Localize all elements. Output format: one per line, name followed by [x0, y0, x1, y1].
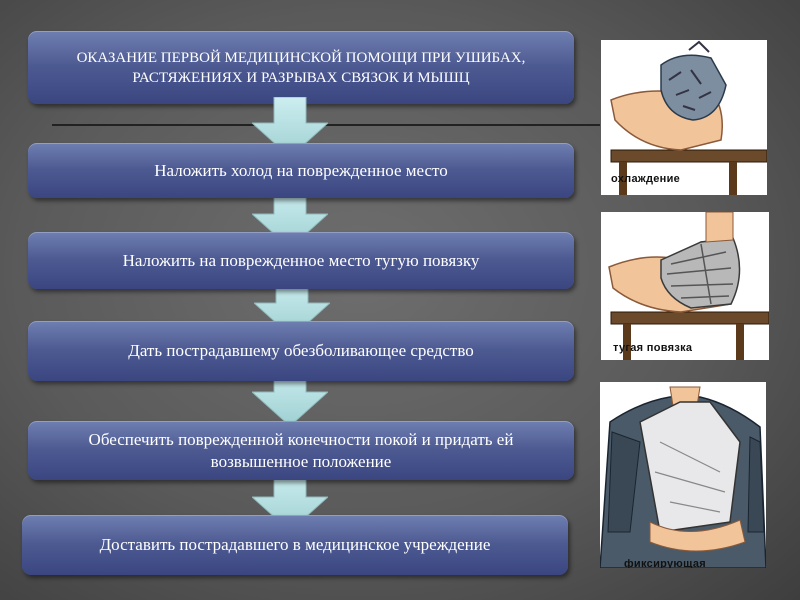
step-text: Обеспечить поврежденной конечности покой… [88, 429, 514, 471]
illustration-caption: охлаждение [611, 173, 681, 185]
step-box: Дать пострадавшему обезболивающее средст… [28, 321, 574, 381]
arm-sling-icon [600, 386, 766, 568]
step-box: Наложить на поврежденное место тугую пов… [28, 232, 574, 289]
illustration-cooling: охлаждение [601, 40, 767, 195]
illustration-caption: фиксирующая [624, 558, 706, 568]
down-arrow-icon [252, 97, 328, 157]
step-text: Наложить на поврежденное место тугую пов… [122, 250, 480, 270]
bandaged-foot-icon [608, 212, 769, 360]
foot-ice-pack-icon [610, 40, 767, 195]
step-box: Доставить пострадавшего в медицинское уч… [22, 515, 568, 575]
title-text: ОКАЗАНИЕ ПЕРВОЙ МЕДИЦИНСКОЙ ПОМОЩИ ПРИ У… [76, 49, 526, 86]
step-text: Дать пострадавшему обезболивающее средст… [128, 341, 474, 360]
illustration-bandage: тугая повязка [601, 212, 769, 360]
illustration-sling: фиксирующая [600, 382, 766, 568]
step-box: Обеспечить поврежденной конечности покой… [28, 421, 574, 480]
title-box: ОКАЗАНИЕ ПЕРВОЙ МЕДИЦИНСКОЙ ПОМОЩИ ПРИ У… [28, 31, 574, 104]
step-text: Доставить пострадавшего в медицинское уч… [99, 535, 491, 554]
step-text: Наложить холод на поврежденное место [154, 160, 448, 180]
illustration-caption: тугая повязка [613, 342, 693, 354]
step-box: Наложить холод на поврежденное место [28, 143, 574, 198]
